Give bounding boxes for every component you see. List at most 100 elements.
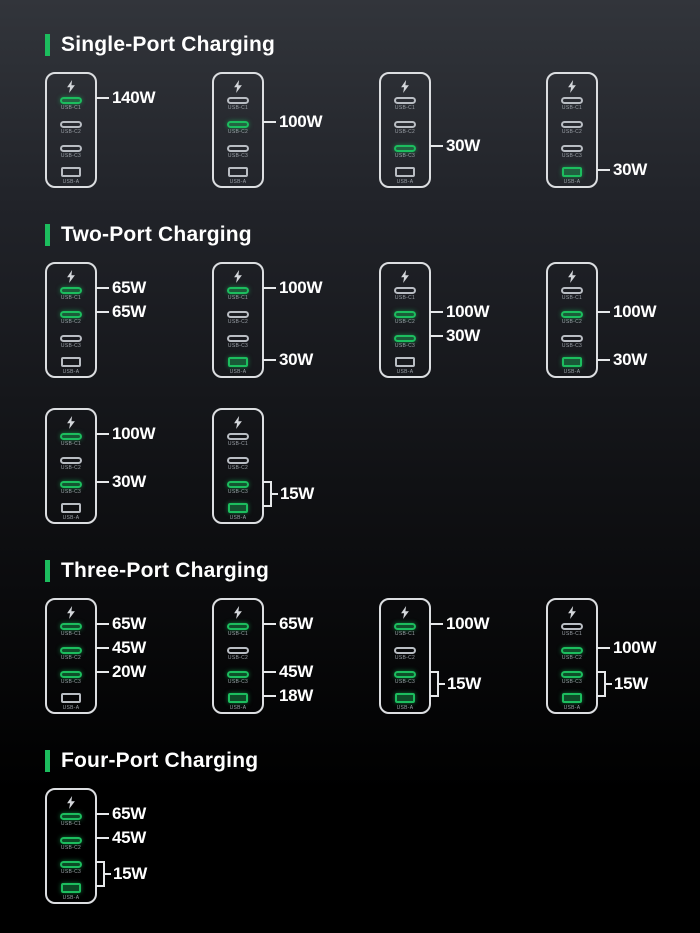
port-name-label: USB-C2 — [561, 655, 583, 661]
usb-c1-port — [394, 96, 416, 104]
connector-line — [103, 873, 111, 875]
port-name-label: USB-C3 — [394, 679, 416, 685]
usb-c2-port — [561, 646, 583, 654]
wattage-label: 20W — [112, 662, 147, 681]
usb-c2-port — [561, 310, 583, 318]
port-name-label: USB-A — [563, 179, 581, 185]
wattage-label: 15W — [280, 484, 315, 503]
wattage-label: 65W — [112, 804, 147, 823]
connector-line — [430, 145, 443, 147]
port-name-label: USB-C3 — [60, 153, 82, 159]
port-name-label: USB-C3 — [561, 679, 583, 685]
port-name-label: USB-C3 — [561, 153, 583, 159]
usb-c2-port — [227, 310, 249, 318]
wattage-label: 140W — [112, 88, 156, 107]
port-name-label: USB-A — [396, 369, 414, 375]
wattage-label: 45W — [279, 662, 314, 681]
usb-c2-port — [60, 120, 82, 128]
usb-c2-port — [227, 120, 249, 128]
connector-line — [96, 647, 109, 649]
port-name-label: USB-C2 — [394, 129, 416, 135]
connector-line — [597, 311, 610, 313]
usb-c2-port — [394, 310, 416, 318]
section-title: Four-Port Charging — [61, 749, 259, 772]
usb-c2-port — [561, 120, 583, 128]
lightning-icon — [234, 416, 243, 429]
lightning-icon — [401, 606, 410, 619]
usb-c3-port — [561, 670, 583, 678]
port-name-label: USB-C1 — [60, 441, 82, 447]
wattage-label: 100W — [613, 638, 657, 657]
connector-line — [96, 837, 109, 839]
wattage-label: 15W — [113, 864, 148, 883]
connector-line — [263, 623, 276, 625]
connector-line — [263, 695, 276, 697]
port-name-label: USB-C2 — [60, 655, 82, 661]
usb-c2-port — [60, 310, 82, 318]
wattage-label: 30W — [279, 350, 314, 369]
wattage-label: 15W — [447, 674, 482, 693]
port-name-label: USB-C3 — [60, 343, 82, 349]
connector-line — [430, 335, 443, 337]
connector-line — [96, 97, 109, 99]
usb-c3-port — [227, 334, 249, 342]
usb-a-port — [562, 167, 582, 177]
usb-c1-port — [561, 622, 583, 630]
heading-accent-bar — [45, 224, 50, 246]
port-name-label: USB-C1 — [60, 105, 82, 111]
port-name-label: USB-A — [396, 179, 414, 185]
usb-a-port — [228, 357, 248, 367]
section-heading: Four-Port Charging — [45, 748, 700, 774]
port-name-label: USB-A — [62, 705, 80, 711]
lightning-icon — [234, 80, 243, 93]
usb-a-port — [61, 167, 81, 177]
port-name-label: USB-A — [62, 369, 80, 375]
usb-c3-port — [561, 144, 583, 152]
usb-c1-port — [561, 96, 583, 104]
port-name-label: USB-C3 — [227, 153, 249, 159]
port-name-label: USB-C2 — [227, 655, 249, 661]
port-name-label: USB-C1 — [561, 295, 583, 301]
port-name-label: USB-A — [229, 369, 247, 375]
connector-line — [96, 671, 109, 673]
port-name-label: USB-C1 — [227, 631, 249, 637]
port-name-label: USB-C1 — [561, 105, 583, 111]
usb-a-port — [228, 693, 248, 703]
wattage-label: 45W — [112, 828, 147, 847]
wattage-label: 45W — [112, 638, 147, 657]
port-name-label: USB-C1 — [394, 295, 416, 301]
port-name-label: USB-C1 — [60, 631, 82, 637]
wattage-label: 65W — [112, 614, 147, 633]
lightning-icon — [67, 80, 76, 93]
usb-c1-port — [60, 622, 82, 630]
lightning-icon — [234, 270, 243, 283]
usb-c3-port — [227, 144, 249, 152]
usb-c2-port — [394, 646, 416, 654]
usb-a-port — [228, 167, 248, 177]
section-title: Single-Port Charging — [61, 33, 275, 56]
wattage-label: 30W — [613, 160, 648, 179]
wattage-label: 15W — [614, 674, 649, 693]
lightning-icon — [401, 270, 410, 283]
usb-c1-port — [227, 432, 249, 440]
lightning-icon — [67, 796, 76, 809]
